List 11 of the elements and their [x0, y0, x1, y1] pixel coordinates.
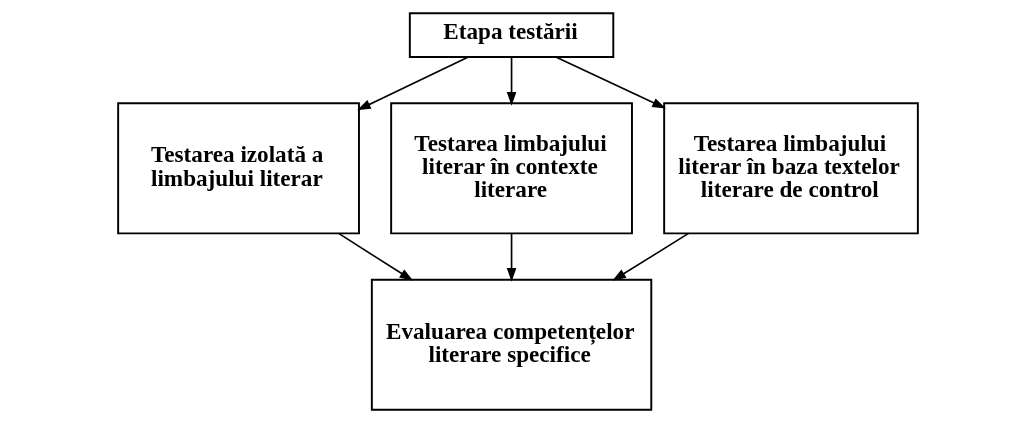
node-box: Testarea limbajului literar în baza textelor literare de control [663, 102, 919, 235]
arrow [357, 56, 470, 111]
arrow [555, 56, 666, 109]
node-box: Evaluarea competențelor literare specifice [370, 278, 653, 411]
node-box: Testarea izolată a limbajului literar [117, 102, 360, 235]
node-box: Testarea limbajului literar în contexte literare [390, 102, 633, 235]
arrow [506, 232, 517, 282]
arrow [506, 56, 517, 106]
arrow [337, 232, 414, 281]
arrow [612, 232, 690, 281]
node-box: Etapa testării [408, 12, 615, 58]
